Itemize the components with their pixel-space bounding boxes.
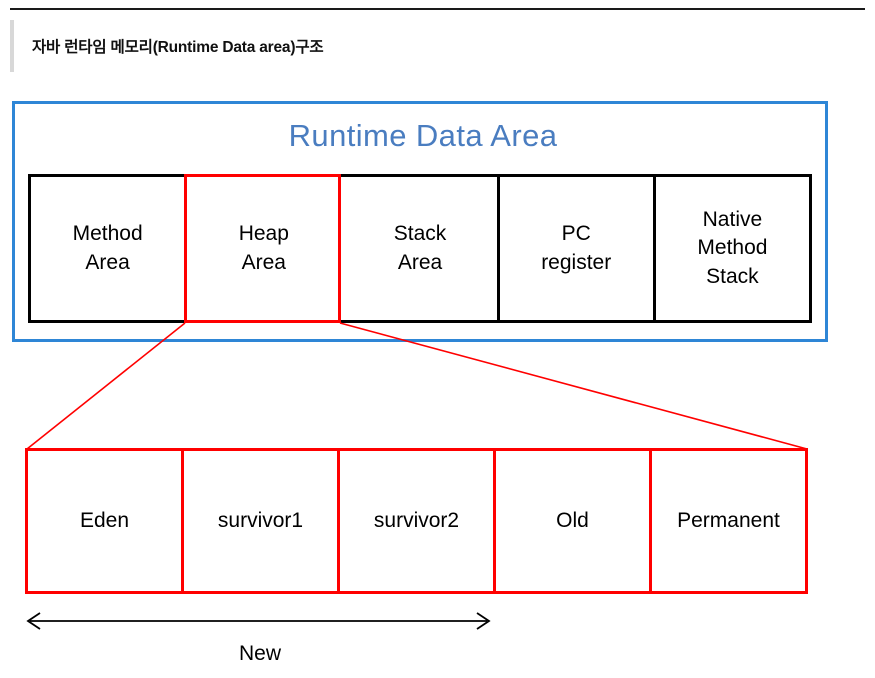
memory-cell-native-method-stack-line3: Stack: [706, 264, 759, 288]
heap-generations-row: Eden survivor1 survivor2 Old Permanent: [25, 448, 808, 594]
heap-cell-permanent[interactable]: Permanent: [677, 509, 780, 533]
new-generation-span-arrow: [26, 612, 491, 630]
new-generation-label: New: [238, 642, 281, 665]
memory-cell-heap-area-line1: Heap: [238, 222, 289, 246]
memory-cell-native-method-stack-line1: Native: [702, 208, 763, 232]
memory-cell-pc-register-line2: register: [541, 250, 612, 274]
memory-cell-method-area-line2: Area: [85, 250, 130, 274]
memory-cell-method-area-line1: Method: [72, 222, 143, 246]
memory-cell-native-method-stack[interactable]: Native Method Stack: [656, 177, 809, 320]
memory-cell-method-area[interactable]: Method Area: [31, 177, 188, 320]
memory-cell-pc-register[interactable]: PC register: [500, 177, 656, 320]
heap-cell-old[interactable]: Old: [496, 451, 652, 591]
page-title: 자바 런타임 메모리(Runtime Data area)구조: [32, 39, 324, 56]
memory-cell-stack-area-line2: Area: [397, 250, 443, 274]
header-divider-rule: [10, 8, 865, 10]
memory-cell-pc-register-line1: PC: [561, 222, 591, 246]
runtime-data-area-heading: Runtime Data Area: [288, 118, 558, 153]
heap-cell-survivor2[interactable]: survivor2: [340, 451, 496, 591]
memory-cell-stack-area-line1: Stack: [393, 222, 447, 246]
page-title-block: 자바 런타임 메모리(Runtime Data area)구조: [10, 20, 570, 72]
title-accent-bar: [10, 20, 14, 72]
memory-cell-heap-area-line2: Area: [241, 250, 286, 274]
memory-area-row: Method Area Heap Area Stack Area PC regi…: [28, 174, 812, 323]
heap-cell-survivor1[interactable]: survivor1: [184, 451, 340, 591]
memory-cell-native-method-stack-line2: Method: [697, 236, 768, 260]
runtime-data-area-container: Runtime Data Area: [12, 101, 828, 342]
memory-cell-stack-area[interactable]: Stack Area: [343, 177, 500, 320]
memory-cell-heap-area[interactable]: Heap Area: [187, 177, 343, 320]
heap-cell-eden[interactable]: Eden: [28, 451, 184, 591]
